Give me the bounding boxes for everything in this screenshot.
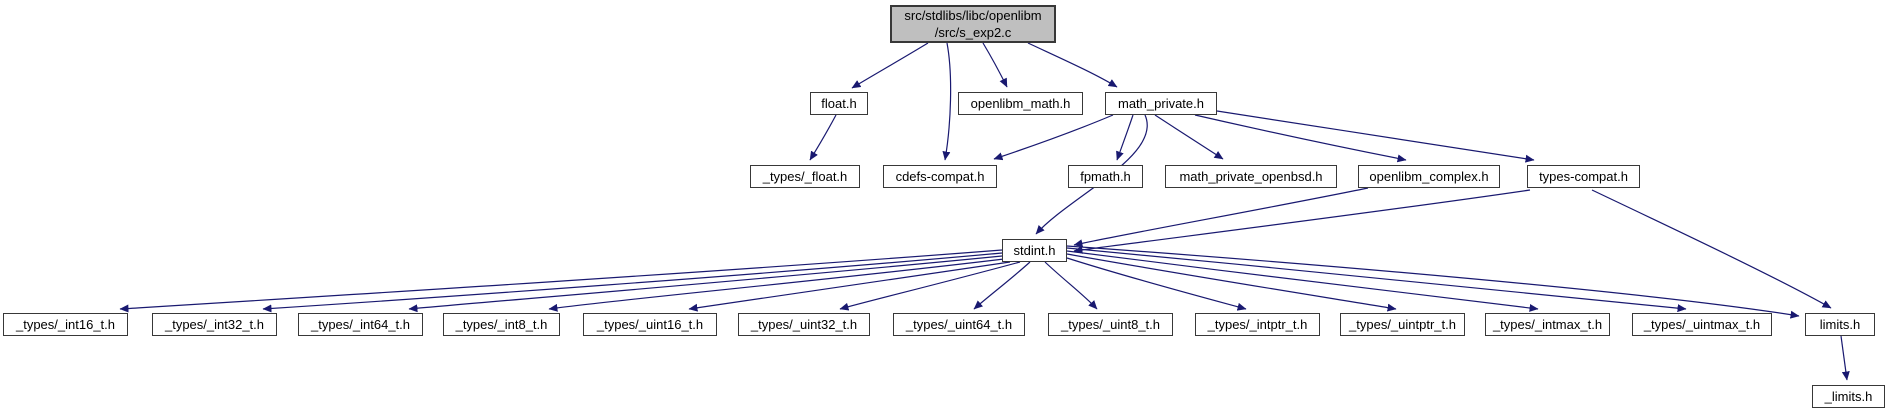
node-cdefs-compat-h[interactable]: cdefs-compat.h: [883, 165, 997, 188]
node-types_int16_t-h-label: _types/_int16_t.h: [15, 317, 116, 332]
node-openlibm_complex-h-label: openlibm_complex.h: [1369, 169, 1489, 184]
edge-s_exp2-to-cdefs-compat: [942, 42, 952, 161]
edge-s_exp2-to-openlibm_math: [982, 42, 1008, 88]
edge-limits-to-_limits: [1840, 335, 1850, 381]
node-s_exp2-c-label-line2: /src/s_exp2.c: [934, 25, 1012, 40]
node-stdint-h[interactable]: stdint.h: [1002, 239, 1067, 262]
edge-s_exp2-to-float: [851, 42, 929, 89]
node-openlibm_math-h[interactable]: openlibm_math.h: [958, 92, 1083, 115]
node-types_uint16_t-h-label: _types/_uint16_t.h: [596, 317, 704, 332]
node-types_uintmax_t-h[interactable]: _types/_uintmax_t.h: [1632, 313, 1772, 336]
edge-stdint-to-uint8: [1044, 261, 1098, 310]
edge-stdint-to-uint64: [973, 261, 1031, 310]
edge-stdint-to-uint32: [839, 261, 1021, 311]
edge-math_private-to-fpmath: [1116, 114, 1134, 161]
node-fpmath-h[interactable]: fpmath.h: [1068, 165, 1143, 188]
node-types_float-h-label: _types/_float.h: [762, 169, 848, 184]
node-openlibm_complex-h[interactable]: openlibm_complex.h: [1358, 165, 1500, 188]
edge-s_exp2-to-math_private: [1027, 42, 1118, 88]
node-math_private_openbsd-h[interactable]: math_private_openbsd.h: [1165, 165, 1337, 188]
edge-stdint-to-uint16: [688, 261, 1011, 312]
node-types_int64_t-h-label: _types/_int64_t.h: [310, 317, 411, 332]
node-types_uint64_t-h[interactable]: _types/_uint64_t.h: [893, 313, 1025, 336]
edge-float-to-types_float: [809, 114, 837, 161]
node-types_intptr_t-h[interactable]: _types/_intptr_t.h: [1195, 313, 1320, 336]
node-types_uint8_t-h-label: _types/_uint8_t.h: [1060, 317, 1161, 332]
edge-stdint-to-uintptr: [1066, 253, 1397, 312]
node-types_uint32_t-h[interactable]: _types/_uint32_t.h: [738, 313, 870, 336]
edge-math_private-to-math_private_openbsd: [1154, 114, 1224, 160]
edge-math_private-to-openlibm_complex: [1194, 114, 1407, 163]
node-types_intmax_t-h[interactable]: _types/_intmax_t.h: [1485, 313, 1610, 336]
node-s_exp2-c-label-line1: src/stdlibs/libc/openlibm: [904, 8, 1042, 23]
node-limits-h-label: limits.h: [1819, 317, 1861, 332]
edge-types_compat-to-limits: [1591, 189, 1832, 309]
node-openlibm_math-h-label: openlibm_math.h: [970, 96, 1071, 111]
edge-stdint-to-limits: [1066, 245, 1800, 319]
node-types_uint64_t-h-label: _types/_uint64_t.h: [905, 317, 1013, 332]
node-types_int16_t-h[interactable]: _types/_int16_t.h: [3, 313, 128, 336]
node-types_uint32_t-h-label: _types/_uint32_t.h: [750, 317, 858, 332]
node-types_intmax_t-h-label: _types/_intmax_t.h: [1492, 317, 1603, 332]
node-s_exp2-c[interactable]: src/stdlibs/libc/openlibm /src/s_exp2.c: [890, 5, 1056, 43]
edge-stdint-to-int16: [119, 249, 1003, 313]
node-types_uintptr_t-h[interactable]: _types/_uintptr_t.h: [1340, 313, 1465, 336]
node-types_uint8_t-h[interactable]: _types/_uint8_t.h: [1048, 313, 1173, 336]
node-math_private-h-label: math_private.h: [1118, 96, 1204, 111]
edge-stdint-to-uintmax: [1066, 247, 1687, 313]
node-types_int8_t-h-label: _types/_int8_t.h: [455, 317, 548, 332]
node-types_uintptr_t-h-label: _types/_uintptr_t.h: [1349, 317, 1456, 332]
edge-stdint-to-int64: [408, 255, 1003, 313]
node-float-h-label: float.h: [821, 96, 857, 111]
node-_limits-h[interactable]: _limits.h: [1812, 385, 1885, 408]
node-math_private-h[interactable]: math_private.h: [1105, 92, 1217, 115]
node-types_intptr_t-h-label: _types/_intptr_t.h: [1207, 317, 1308, 332]
edge-math_private-to-cdefs-compat: [993, 114, 1114, 161]
edge-math_private-to-types_compat: [1216, 110, 1535, 163]
node-types-compat-h[interactable]: types-compat.h: [1527, 165, 1640, 188]
node-types_float-h[interactable]: _types/_float.h: [750, 165, 860, 188]
node-math_private_openbsd-h-label: math_private_openbsd.h: [1179, 169, 1323, 184]
node-types_int32_t-h-label: _types/_int32_t.h: [164, 317, 265, 332]
node-types_uintmax_t-h-label: _types/_uintmax_t.h: [1643, 317, 1761, 332]
node-stdint-h-label: stdint.h: [1013, 243, 1056, 258]
edge-stdint-to-int32: [262, 252, 1003, 313]
node-fpmath-h-label: fpmath.h: [1080, 169, 1131, 184]
edge-stdint-to-intmax: [1066, 250, 1539, 312]
node-_limits-h-label: _limits.h: [1824, 389, 1873, 404]
edge-stdint-to-int8: [548, 258, 1005, 312]
node-types_int64_t-h[interactable]: _types/_int64_t.h: [298, 313, 423, 336]
edge-openlibm_complex-to-stdint: [1073, 187, 1369, 248]
edge-types_compat-to-stdint: [1073, 189, 1531, 254]
node-types_int8_t-h[interactable]: _types/_int8_t.h: [443, 313, 560, 336]
node-types_uint16_t-h[interactable]: _types/_uint16_t.h: [583, 313, 717, 336]
node-limits-h[interactable]: limits.h: [1805, 313, 1875, 336]
node-cdefs-compat-h-label: cdefs-compat.h: [895, 169, 985, 184]
node-float-h[interactable]: float.h: [810, 92, 868, 115]
node-types-compat-h-label: types-compat.h: [1539, 169, 1628, 184]
node-types_int32_t-h[interactable]: _types/_int32_t.h: [152, 313, 277, 336]
edge-stdint-to-intptr: [1066, 257, 1247, 311]
